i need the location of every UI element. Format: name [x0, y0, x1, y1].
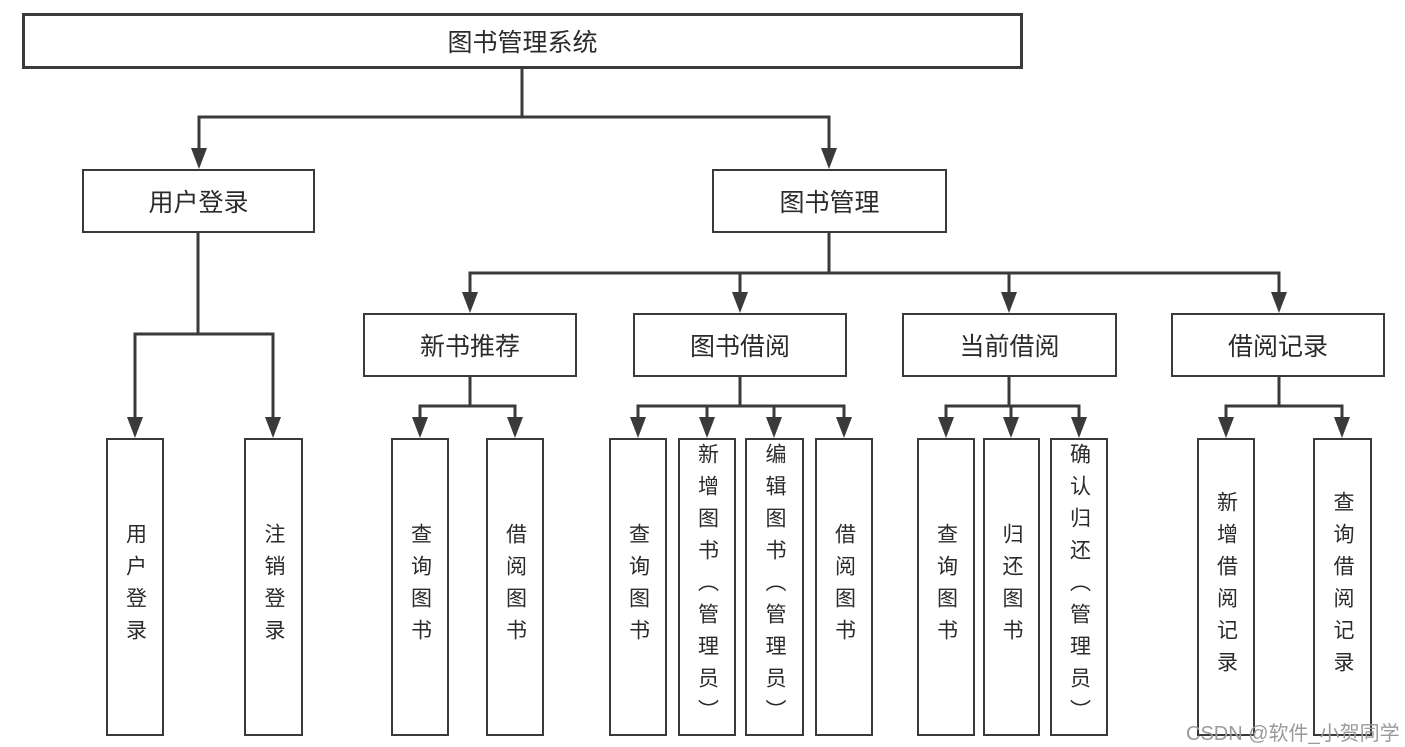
node-borrowing-records: 借阅记录 [1171, 313, 1385, 377]
node-library-management-system: 图书管理系统 [22, 13, 1023, 69]
leaf-label: 注销登录 [262, 523, 285, 651]
node-current-borrowing: 当前借阅 [902, 313, 1117, 377]
leaf-add-borrow-record: 新增借阅记录 [1197, 438, 1255, 736]
leaf-borrow-books-borrowing: 借阅图书 [815, 438, 873, 736]
leaf-label: 查询图书 [408, 523, 432, 651]
leaf-query-books-borrowing: 查询图书 [609, 438, 667, 736]
connector-userlogin-children [133, 231, 275, 421]
leaf-label: 确认归还（管理员） [1067, 443, 1091, 731]
node-new-book-recommend: 新书推荐 [363, 313, 577, 377]
leaf-edit-book-admin: 编辑图书（管理员） [745, 438, 804, 736]
connector-newbook-children [418, 375, 517, 421]
leaf-label: 查询图书 [934, 523, 958, 651]
leaf-label: 归还图书 [1000, 523, 1023, 651]
leaf-label: 新增图书（管理员） [695, 443, 719, 731]
node-book-borrowing: 图书借阅 [633, 313, 847, 377]
leaf-label: 查询借阅记录 [1331, 491, 1354, 683]
leaf-user-login: 用户登录 [106, 438, 164, 736]
leaf-query-books-current: 查询图书 [917, 438, 975, 736]
node-user-login: 用户登录 [82, 169, 315, 233]
leaf-borrow-books-recommend: 借阅图书 [486, 438, 544, 736]
leaf-label: 新增借阅记录 [1214, 491, 1238, 683]
connector-records-children [1224, 375, 1344, 421]
leaf-label: 编辑图书（管理员） [763, 443, 786, 731]
leaf-label: 借阅图书 [503, 523, 527, 651]
csdn-watermark: CSDN @软件_小贺同学 [1186, 723, 1400, 745]
node-book-management: 图书管理 [712, 169, 947, 233]
leaf-label: 借阅图书 [832, 523, 856, 651]
leaf-query-books-recommend: 查询图书 [391, 438, 449, 736]
leaf-logout: 注销登录 [244, 438, 303, 736]
leaf-label: 查询图书 [626, 523, 650, 651]
connector-bookmgmt-to-level3 [468, 231, 1281, 296]
connector-root-to-level2 [197, 67, 831, 152]
leaf-add-book-admin: 新增图书（管理员） [678, 438, 736, 736]
leaf-query-borrow-record: 查询借阅记录 [1313, 438, 1372, 736]
leaf-confirm-return-admin: 确认归还（管理员） [1050, 438, 1108, 736]
connector-bookborrow-children [636, 375, 846, 421]
leaf-return-book: 归还图书 [983, 438, 1040, 736]
leaf-label: 用户登录 [123, 523, 147, 651]
connector-currentborrow-children [944, 375, 1081, 421]
